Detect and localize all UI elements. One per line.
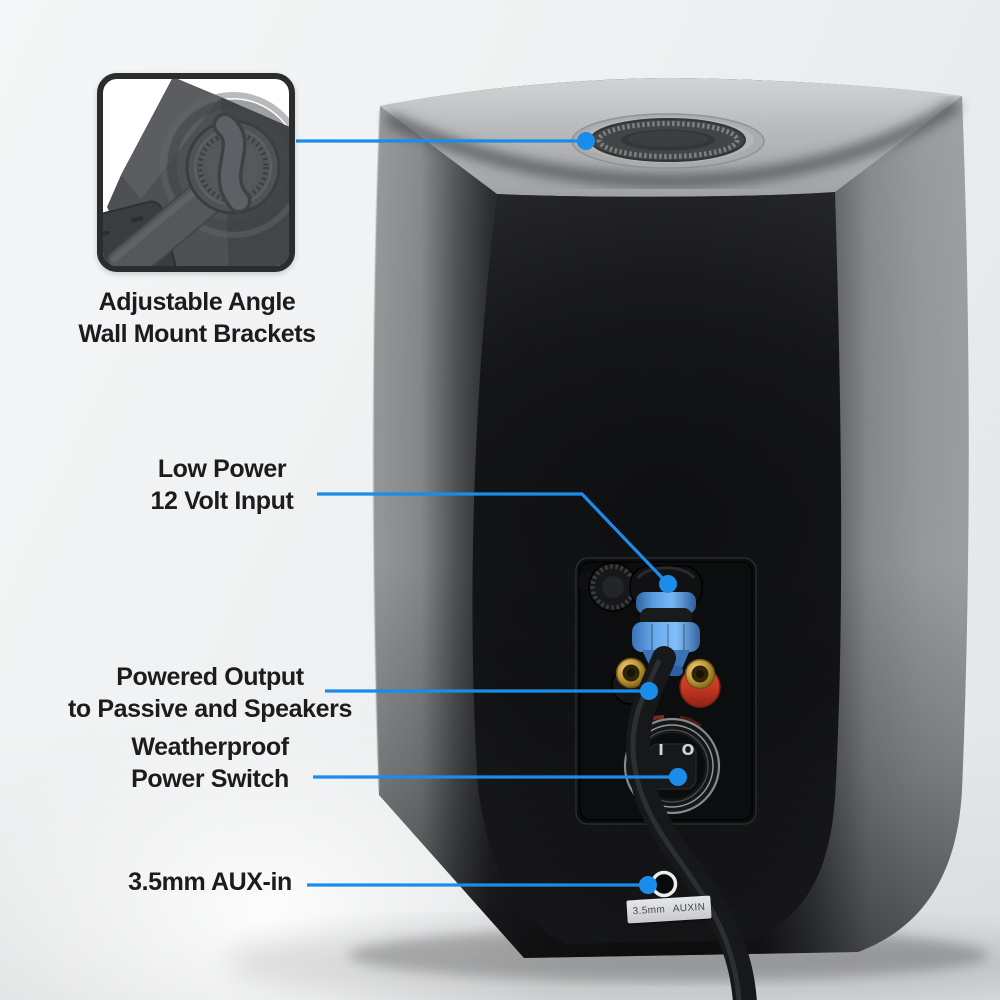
callout-label-power-input: Low Power 12 Volt Input	[82, 453, 362, 517]
bracket-detail-art	[103, 79, 289, 266]
callout-lines	[296, 132, 687, 894]
callout-dot-aux	[639, 876, 657, 894]
callout-label-power-switch: Weatherproof Power Switch	[60, 731, 360, 795]
label-line: Low Power	[157, 455, 287, 483]
callout-line-power-input	[317, 492, 670, 586]
callout-dot-powered-output	[640, 682, 658, 700]
callout-label-aux: 3.5mm AUX-in	[60, 866, 360, 898]
bracket-adjustment-knob	[185, 112, 281, 215]
label-line: Wall Mount Brackets	[78, 320, 316, 348]
cabinet-shading	[373, 78, 969, 958]
label-line: 12 Volt Input	[150, 487, 294, 515]
callout-dot-wall-mount	[577, 132, 595, 150]
label-line: Weatherproof	[131, 733, 289, 761]
switch-marking-on: I	[658, 741, 664, 759]
callout-dot-power-switch	[669, 768, 687, 786]
binding-post-positive	[679, 658, 721, 708]
switch-marking-off: O	[682, 741, 695, 759]
callout-label-powered-output: Powered Output to Passive and Speakers	[60, 661, 360, 725]
power-cable	[625, 646, 757, 1000]
label-line: Powered Output	[116, 663, 304, 691]
callout-dot-power-input	[659, 575, 677, 593]
label-line: Power Switch	[131, 765, 289, 793]
label-line: Adjustable Angle	[98, 288, 296, 316]
label-line: to Passive and Speakers	[67, 695, 352, 723]
bracket-detail-inset	[97, 73, 295, 272]
connector-gland-nut	[632, 622, 700, 652]
label-line: 3.5mm AUX-in	[128, 868, 292, 896]
callout-label-wall-mount: Adjustable Angle Wall Mount Brackets	[57, 286, 337, 350]
thumbscrew-knob	[577, 562, 638, 612]
